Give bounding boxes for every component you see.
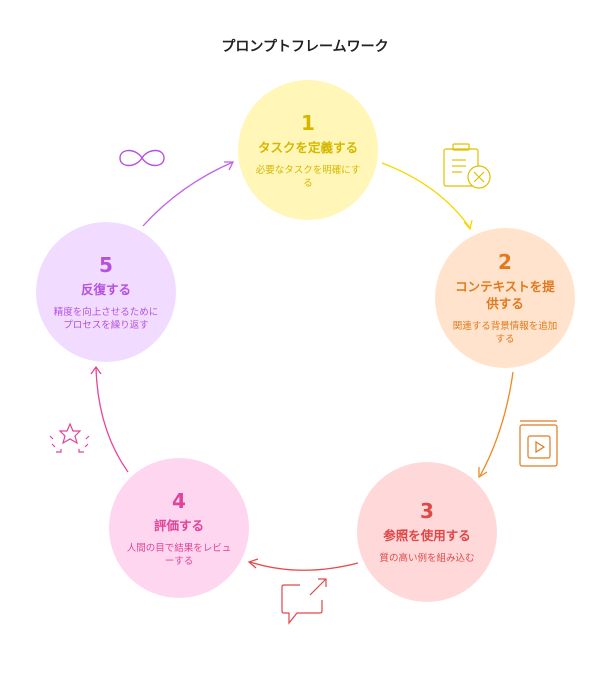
step-heading: 評価する [153, 517, 204, 533]
step-number: 1 [301, 110, 315, 135]
step-heading: コンテキストを提供する [455, 279, 555, 311]
diagram-title: プロンプトフレームワーク [221, 39, 389, 55]
infinity-loop-icon [119, 149, 165, 167]
clipboard-x-icon [443, 143, 491, 189]
step-1-define-task: 1 タスクを定義する 必要なタスクを明確にする [238, 80, 378, 220]
arrow-4-to-5 [95, 367, 129, 473]
step-4-evaluate: 4 評価する 人間の目で結果をレビューする [109, 458, 249, 598]
step-heading: 参照を使用する [383, 528, 471, 543]
video-book-icon [519, 420, 558, 467]
step-description: 精度を向上させるためにプロセスを繰り返す [53, 306, 159, 331]
step-description: 必要なタスクを明確にする [255, 164, 361, 189]
step-number: 3 [420, 499, 434, 523]
step-3-use-references: 3 参照を使用する 質の高い例を組み込む [357, 462, 497, 602]
step-number: 5 [99, 252, 113, 277]
step-5-iterate: 5 反復する 精度を向上させるためにプロセスを繰り返す [36, 222, 176, 362]
step-heading: タスクを定義する [257, 139, 358, 155]
step-description: 関連する背景情報を追加する [452, 321, 558, 345]
step-heading: 反復する [80, 281, 131, 297]
step-description: 質の高い例を組み込む [379, 553, 475, 564]
arrow-2-to-3 [479, 371, 514, 477]
arrow-5-to-1 [142, 161, 234, 227]
step-number: 4 [172, 488, 186, 513]
chat-share-icon [281, 578, 327, 625]
arrow-1-to-2 [381, 162, 471, 229]
arrow-3-to-4 [249, 561, 359, 571]
step-2-provide-context: 2 コンテキストを提供する 関連する背景情報を追加する [435, 228, 575, 368]
step-number: 2 [498, 250, 512, 274]
star-rating-icon [49, 422, 90, 453]
step-description: 人間の目で結果をレビューする [126, 542, 232, 567]
